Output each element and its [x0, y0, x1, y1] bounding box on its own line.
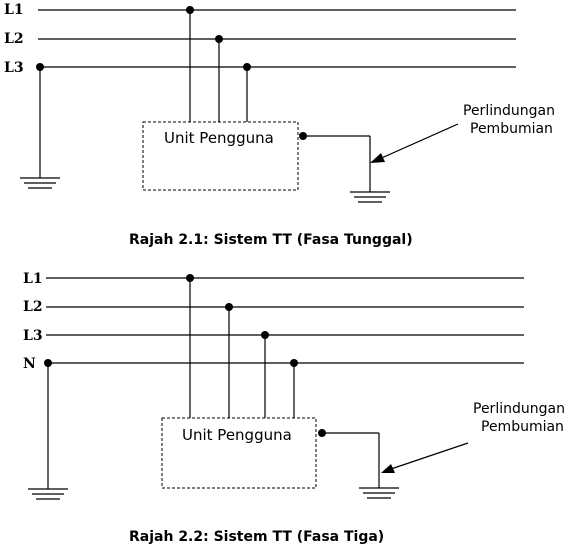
protective-earth	[318, 429, 399, 499]
protection-label-line2: Pembumian	[470, 121, 553, 137]
figure-caption-2: Rajah 2.2: Sistem TT (Fasa Tiga)	[129, 529, 384, 545]
protection-label-line1: Perlindungan	[463, 103, 555, 119]
diagram-tt-single-phase: L1 L2 L3 Unit Pengguna	[4, 2, 555, 248]
consumer-unit-label: Unit Pengguna	[164, 129, 274, 147]
consumer-unit-box	[161, 417, 317, 489]
consumer-unit-box	[142, 121, 299, 191]
line-label-l1: L1	[4, 2, 24, 18]
source-earth	[20, 63, 60, 189]
line-label-l3: L3	[23, 328, 43, 344]
figure-caption-1: Rajah 2.1: Sistem TT (Fasa Tunggal)	[129, 232, 413, 248]
line-label-l1: L1	[23, 271, 43, 287]
protection-label-line1: Perlindungan	[473, 401, 565, 417]
line-label-l2: L2	[4, 31, 24, 47]
line-label-l2: L2	[23, 299, 43, 315]
consumer-unit-label: Unit Pengguna	[182, 426, 292, 444]
annotation-arrow-icon	[370, 123, 459, 163]
diagram-tt-three-phase: L1 L2 L3 N Unit Pengguna	[23, 271, 565, 545]
annotation-arrow-icon	[381, 442, 469, 473]
line-label-l3: L3	[4, 60, 24, 76]
protection-label-line2: Pembumian	[481, 419, 564, 435]
line-label-n: N	[23, 356, 36, 372]
source-earth	[28, 359, 68, 500]
protective-earth	[299, 132, 390, 203]
